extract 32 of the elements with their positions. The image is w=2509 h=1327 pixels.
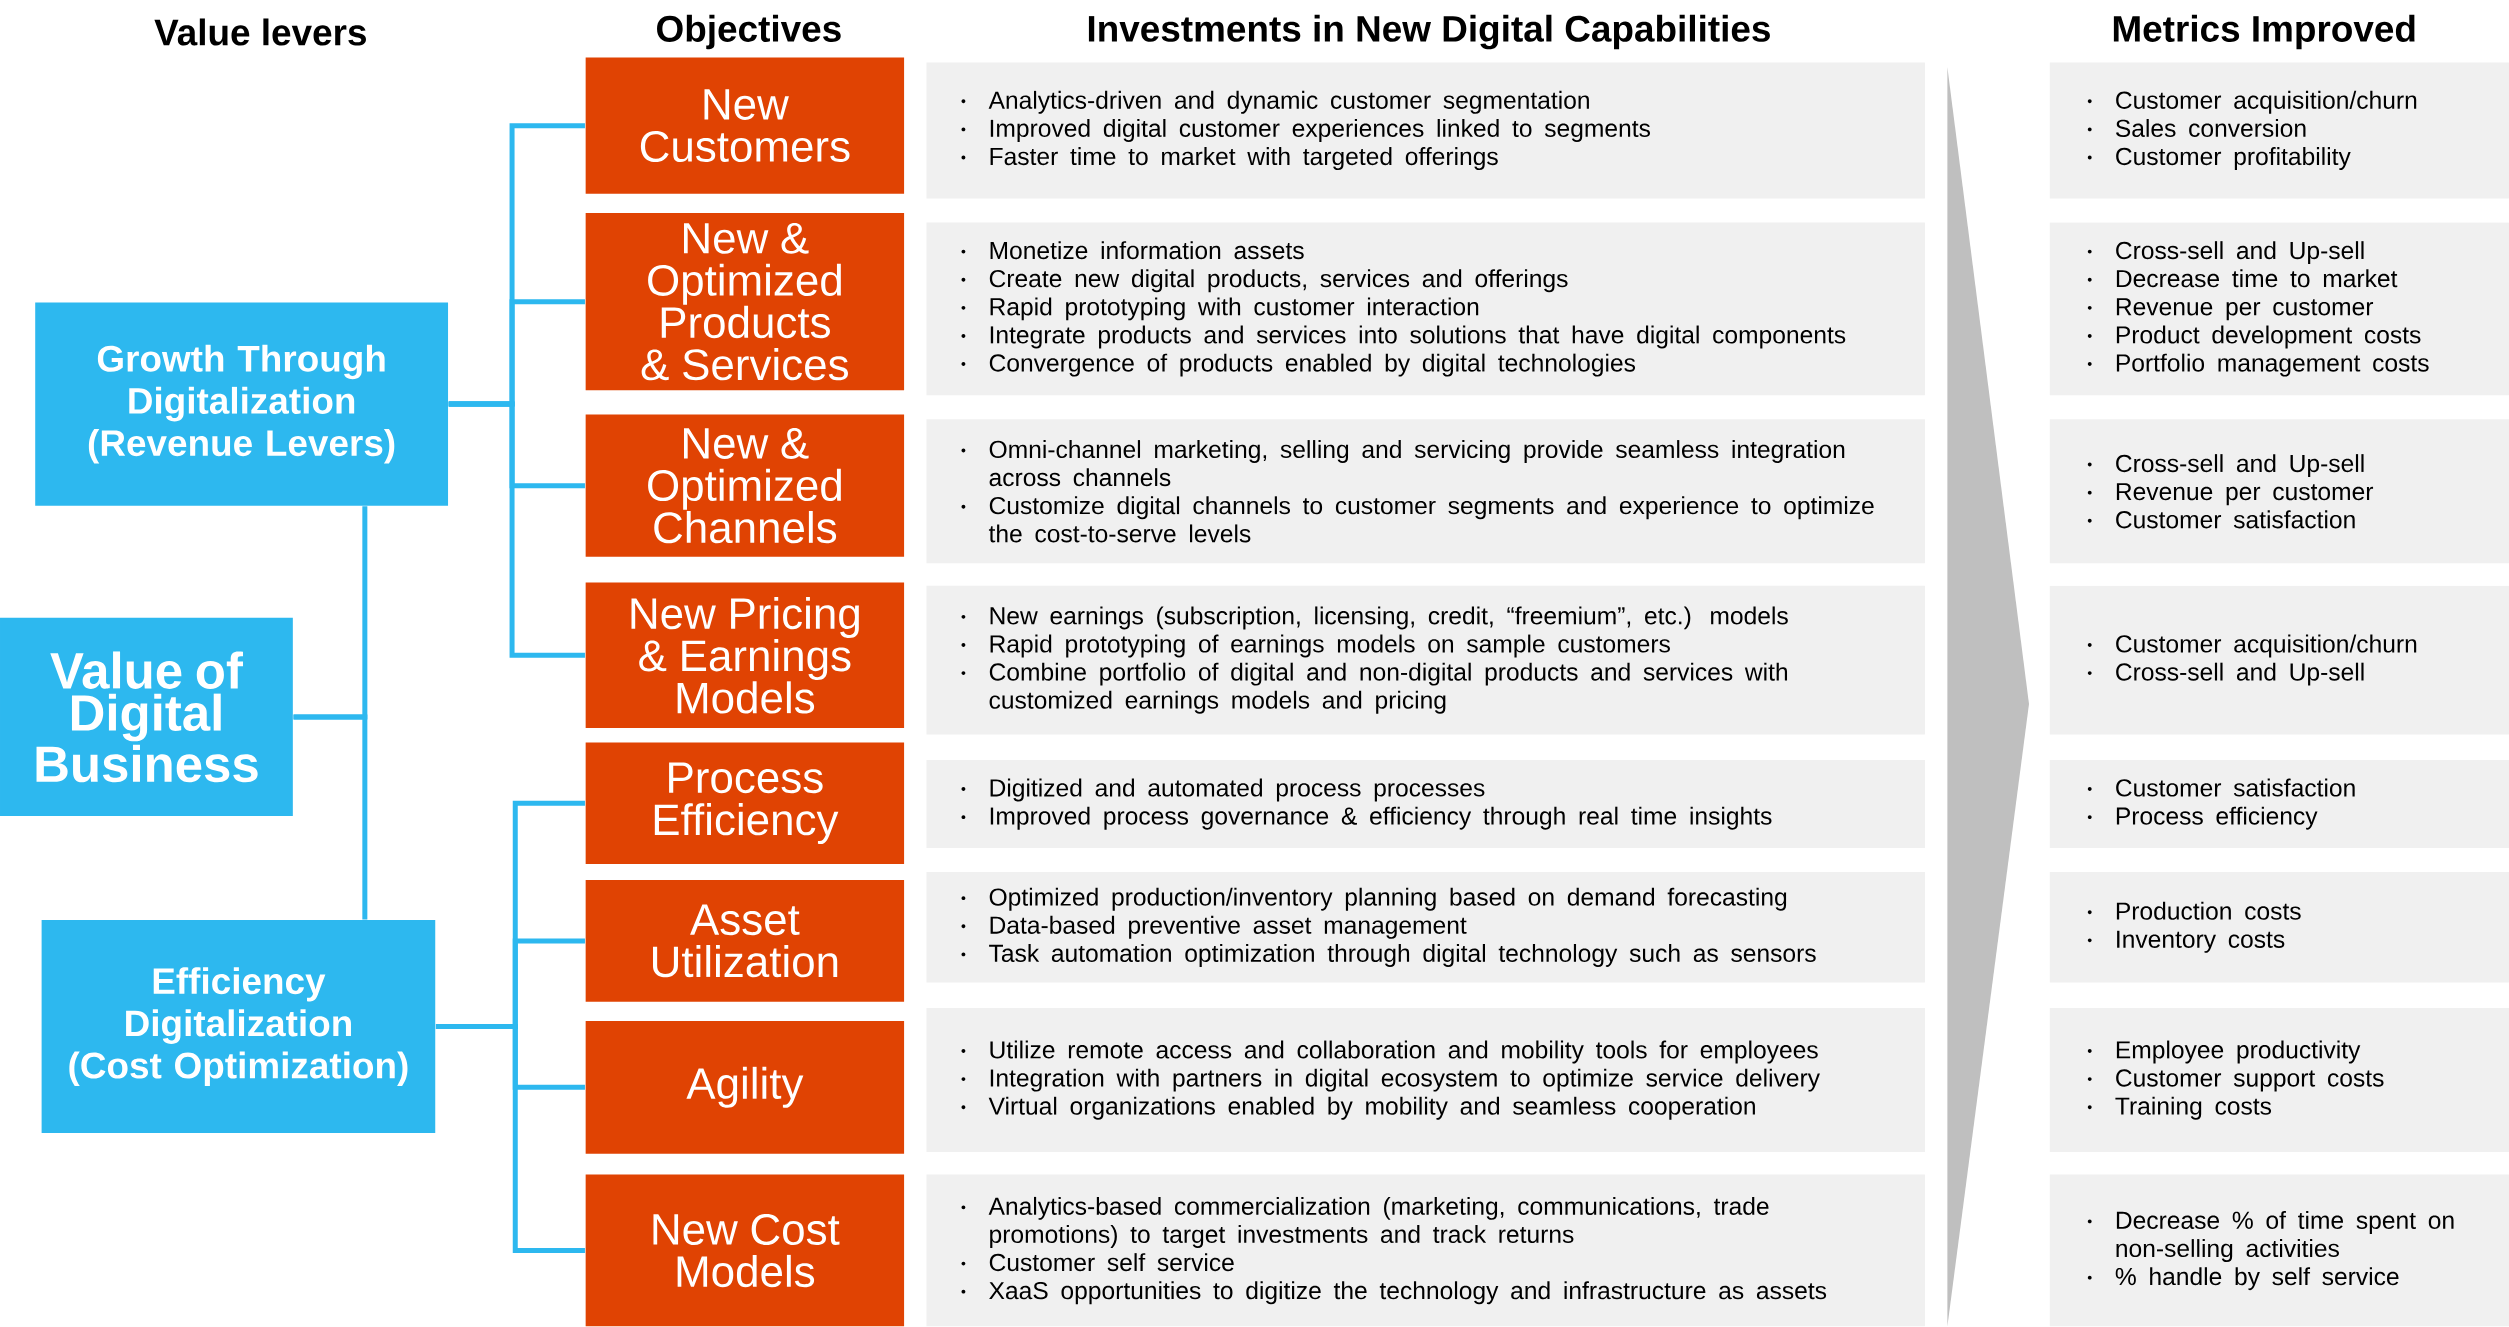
objective-box: Asset Utilization [585, 880, 905, 1002]
objective-box: New & Optimized Channels [585, 414, 905, 558]
bullet-list-box: Employee productivity Customer support costs Training costs [2049, 1008, 2509, 1153]
connector-line [293, 714, 368, 920]
bullet-list-box: Customer acquisition/churn Sales conversion Customer profitability [2049, 62, 2509, 199]
bullet-list-box: Customer acquisition/churn Cross-sell and Up-sell [2049, 585, 2509, 735]
bullet-list-box: Production costs Inventory costs [2049, 872, 2509, 983]
objective-box: New Pricing & Earnings Models [585, 582, 905, 729]
value-box: Value of Digital Business [0, 617, 293, 817]
bullet-list-box: Cross-sell and Up-sell Revenue per customer Customer satisfaction [2049, 419, 2509, 564]
bullet-list-box: Decrease % of time spent on non-selling activities % handle by self service [2049, 1174, 2509, 1327]
connector-line [448, 401, 585, 658]
objective-box: Agility [585, 1021, 905, 1154]
column-header: Value levers [154, 18, 366, 46]
bullet-list-box: Omni-channel marketing, selling and servicing provide seamless integration across channels Customize digital channels to customer segments and experience to optimize the cost-to-serve levels [926, 419, 1925, 564]
bullet-list-box: Cross-sell and Up-sell Decrease time to market Revenue per customer Product development costs Portfolio management costs [2049, 222, 2509, 396]
bullet-list-box: Digitized and automated process processes Improved process governance & efficiency through real time insights [926, 760, 1925, 849]
bullet-list-box: Analytics-based commercialization (marketing, communications, trade promotions) to target investments and track returns Customer self service XaaS opportunities to digitize the technology and infrastructure as assets [926, 1174, 1925, 1327]
bullet-list-box: Customer satisfaction Process efficiency [2049, 760, 2509, 849]
lever-box: Efficiency Digitalization (Cost Optimization) [41, 920, 436, 1134]
objective-box: New Customers [585, 57, 905, 194]
objective-box: New & Optimized Products & Services [585, 213, 905, 391]
bullet-list-box: Analytics-driven and dynamic customer segmentation Improved digital customer experiences linked to segments Faster time to market with targeted offerings [926, 62, 1925, 199]
column-header: Objectives [657, 15, 841, 50]
bullet-list-box: New earnings (subscription, licensing, credit, “freemium”, etc.) models Rapid prototyping of earnings models on sample customers Combine portfolio of digital and non-digital products and services with customized earnings models and pricing [926, 585, 1925, 735]
objective-box: Process Efficiency [585, 742, 905, 865]
objective-box: New Cost Models [585, 1174, 905, 1327]
lever-box: Growth Through Digitalization (Revenue Levers) [35, 302, 449, 506]
bullet-list-box: Optimized production/inventory planning based on demand forecasting Data-based preventive asset management Task automation optimization through digital technology such as sensors [926, 872, 1925, 983]
bullet-list-box: Utilize remote access and collaboration and mobility tools for employees Integration with partners in digital ecosystem to optimize service delivery Virtual organizations enabled by mobility and seamless cooperation [926, 1008, 1925, 1153]
bullet-list-box: Monetize information assets Create new digital products, services and offerings Rapid prototyping with customer interaction Integrate products and services into solutions that have digital components Convergence of products enabled by digital technologies [926, 222, 1925, 396]
connector-line [435, 1024, 585, 1254]
